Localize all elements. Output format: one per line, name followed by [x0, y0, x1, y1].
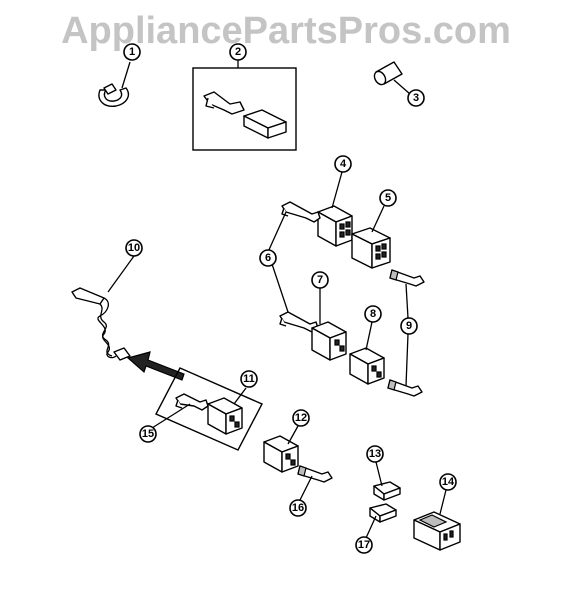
leader-13	[375, 461, 383, 487]
part-2-kit-box	[192, 67, 297, 151]
leader-14	[439, 489, 447, 515]
leader-17	[365, 515, 377, 539]
part-2-terminal	[203, 91, 245, 115]
callout-17-label: 17	[358, 539, 370, 551]
leader-11	[233, 387, 247, 405]
callout-15: 15	[139, 425, 157, 443]
callout-6-label: 6	[265, 252, 271, 264]
callout-8-label: 8	[370, 308, 376, 320]
leader-9a	[405, 283, 409, 319]
leader-1	[121, 61, 131, 89]
callout-3-label: 3	[413, 92, 419, 104]
callout-10: 10	[125, 239, 143, 257]
callout-14: 14	[439, 473, 457, 491]
leader-4	[331, 171, 343, 209]
callout-2: 2	[229, 43, 247, 61]
leader-15	[151, 403, 191, 429]
callout-6: 6	[259, 249, 277, 267]
callout-16-label: 16	[292, 502, 304, 514]
part-11-connector	[207, 397, 243, 435]
callout-13-label: 13	[369, 448, 381, 460]
callout-4-label: 4	[340, 158, 347, 170]
part-4-connector	[317, 205, 353, 247]
part-9-terminal-lower	[387, 379, 423, 397]
part-14-connector	[413, 511, 461, 551]
part-13-terminal	[373, 481, 401, 501]
leader-10	[107, 255, 135, 293]
callout-14-label: 14	[442, 476, 455, 488]
callout-12-label: 12	[295, 412, 307, 424]
part-15-terminal	[175, 393, 209, 411]
leader-5	[371, 205, 385, 233]
callout-7: 7	[311, 271, 329, 289]
callout-1: 1	[123, 43, 141, 61]
callout-13: 13	[366, 445, 384, 463]
leader-3	[393, 79, 411, 95]
leader-8	[365, 321, 373, 351]
callout-10-label: 10	[128, 242, 140, 254]
part-1-clip	[98, 83, 130, 107]
leader-9b	[405, 333, 409, 387]
part-10-harness	[71, 287, 131, 361]
leader-12	[287, 425, 299, 445]
callout-3: 3	[407, 89, 425, 107]
callout-1-label: 1	[129, 46, 135, 58]
leader-6b	[271, 263, 289, 313]
callout-9-label: 9	[406, 320, 412, 332]
leader-16	[299, 475, 313, 501]
part-6-terminal-upper	[281, 201, 321, 223]
assembly-arrow	[126, 351, 185, 381]
part-5-connector	[351, 227, 391, 269]
callout-11-label: 11	[243, 373, 255, 385]
callout-11: 11	[240, 370, 258, 388]
part-8-connector	[349, 347, 385, 385]
callout-7-label: 7	[317, 274, 323, 286]
callout-4: 4	[334, 155, 352, 173]
part-7-connector	[311, 321, 347, 361]
part-17-terminal	[369, 503, 397, 523]
leader-6a	[267, 211, 287, 253]
part-12-connector	[263, 435, 299, 473]
callout-5-label: 5	[385, 192, 391, 204]
callout-9: 9	[400, 317, 418, 335]
part-3-sleeve	[373, 61, 403, 86]
callout-2-label: 2	[235, 46, 241, 58]
callout-16: 16	[289, 499, 307, 517]
callout-17: 17	[355, 536, 373, 554]
callout-8: 8	[364, 305, 382, 323]
callout-12: 12	[292, 409, 310, 427]
part-11-15-kit-box	[155, 367, 263, 451]
callout-15-label: 15	[142, 428, 154, 440]
part-9-terminal-upper	[389, 269, 425, 287]
callout-5: 5	[379, 189, 397, 207]
part-2-housing	[243, 109, 287, 139]
part-16-terminal	[297, 465, 333, 483]
